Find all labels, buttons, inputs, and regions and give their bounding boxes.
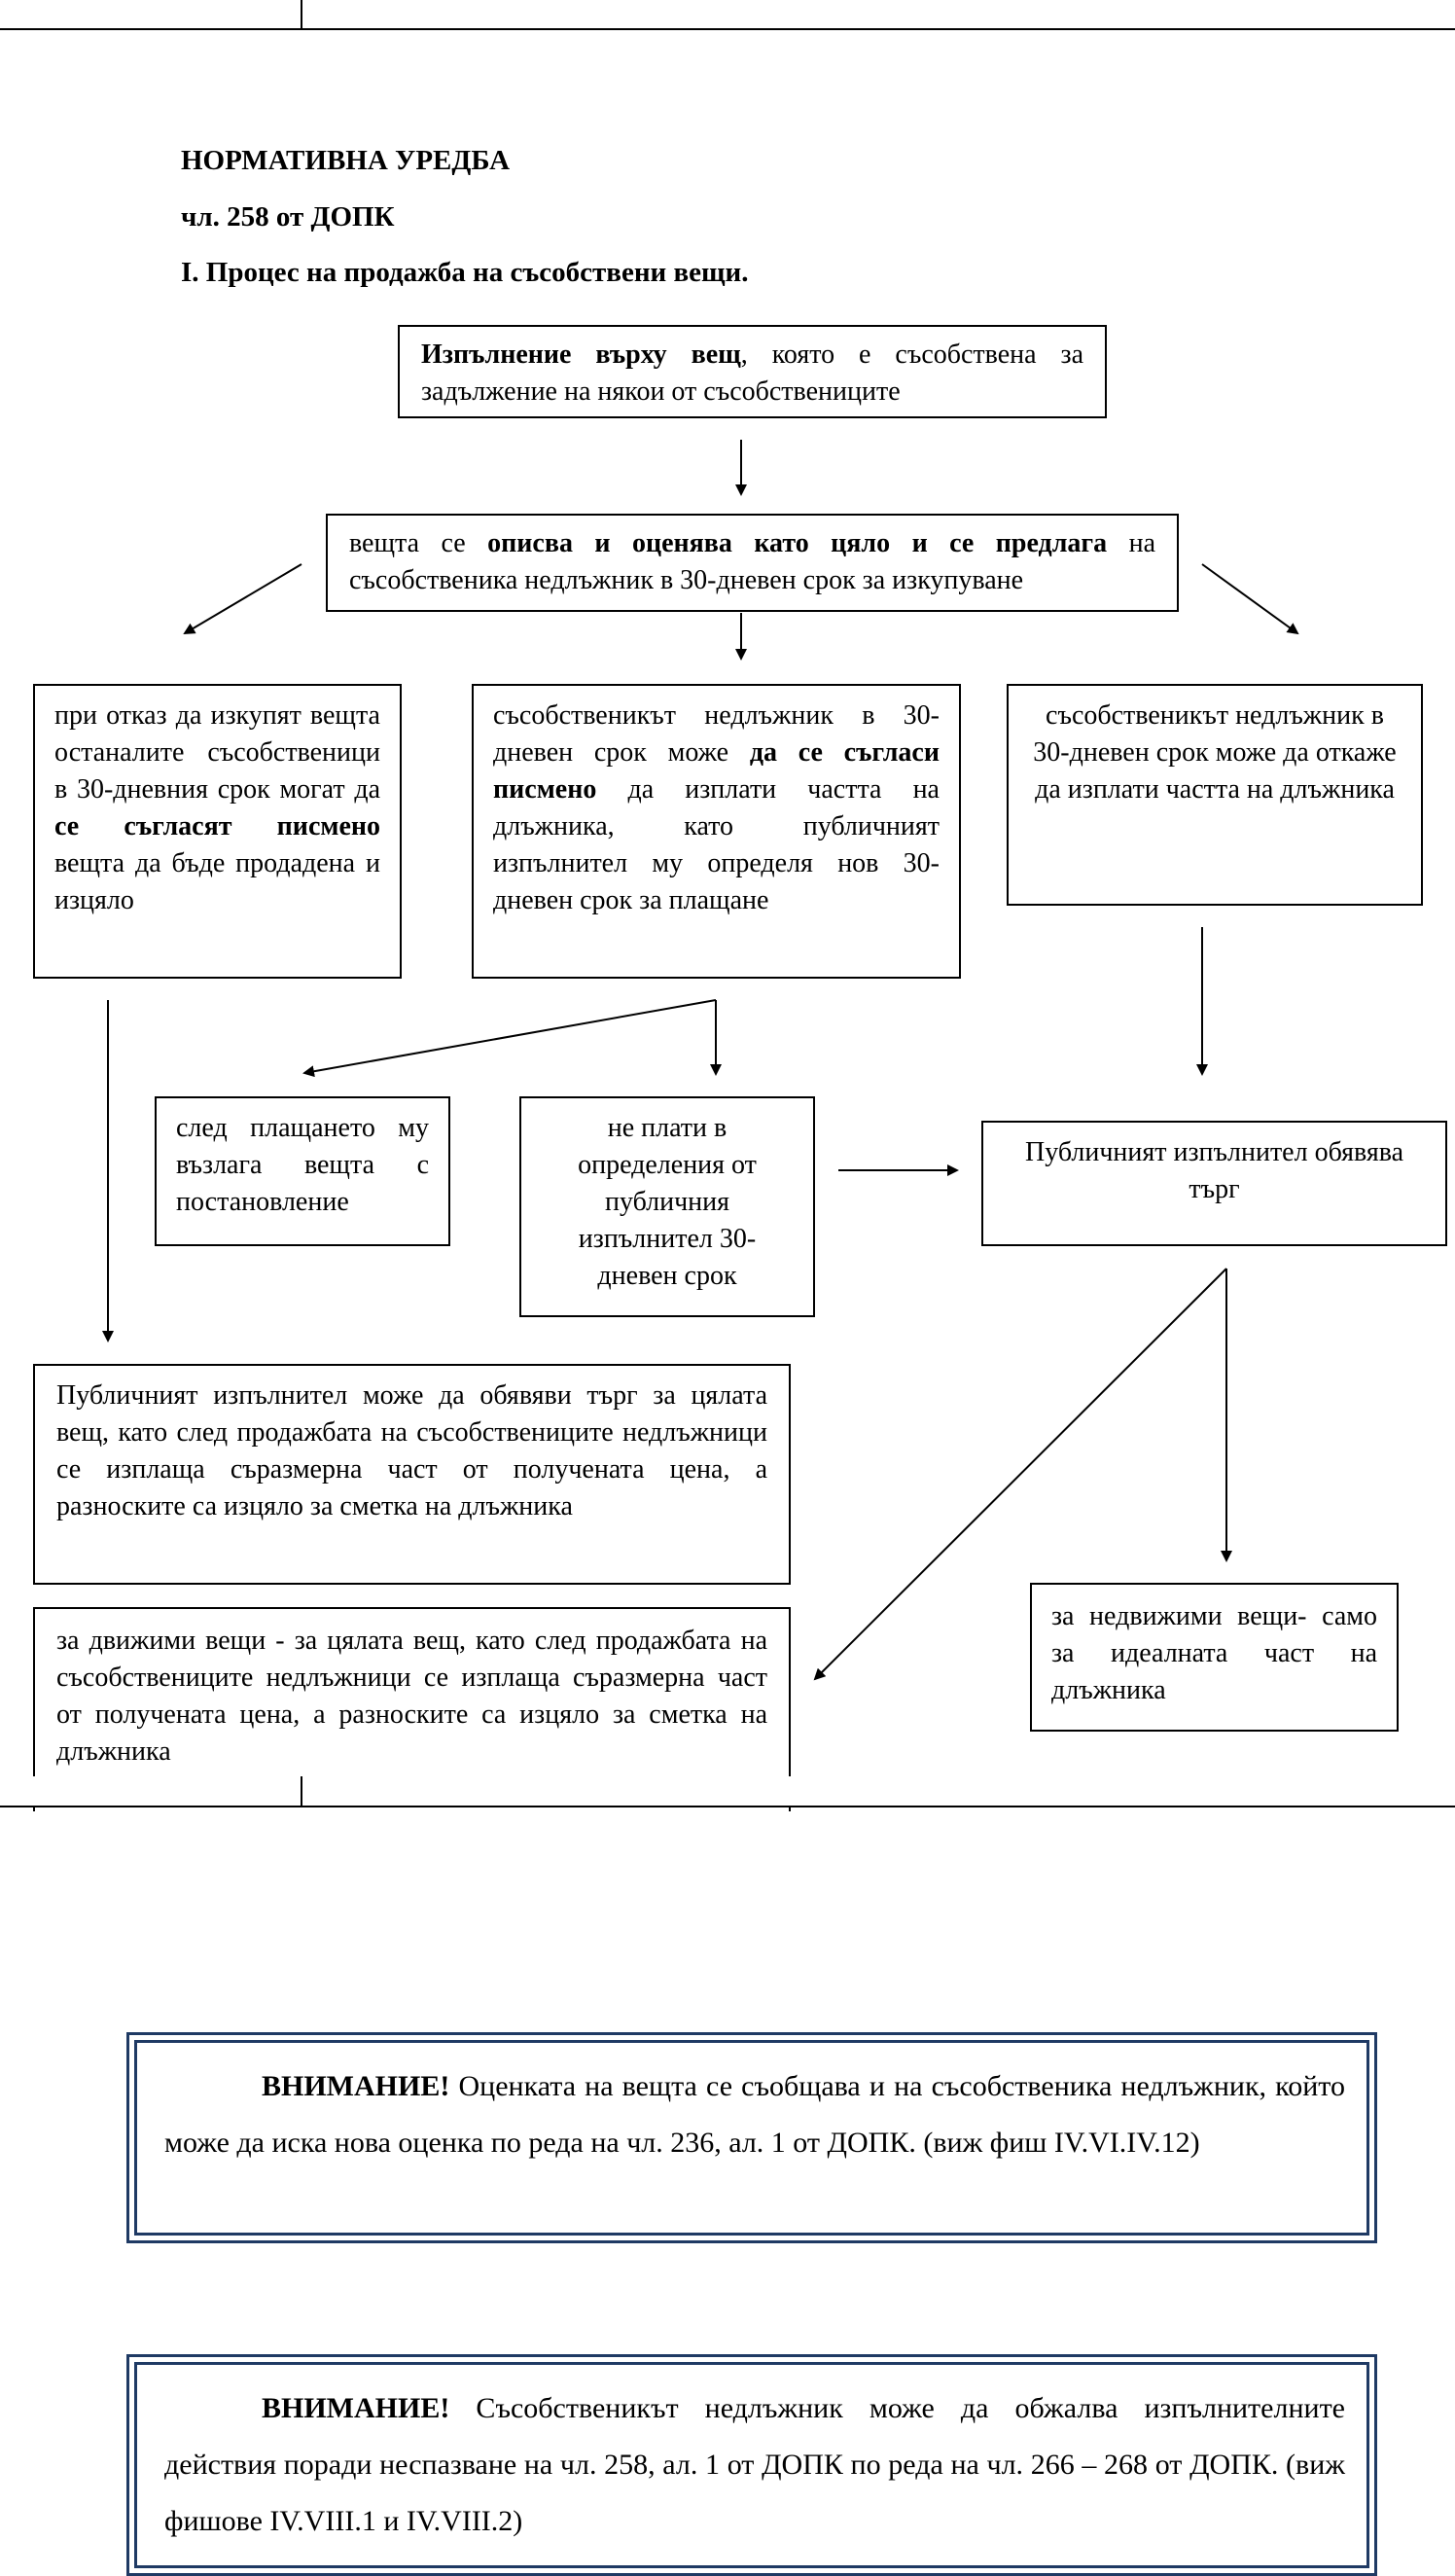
top-cell-divider [301, 0, 302, 29]
flow-box-agree-bold: да се съгласи писмено [493, 737, 940, 805]
flow-box-refusal-post: вещта да бъде продадена и изцяло [54, 848, 380, 915]
flow-box-auction-announced: Публичният изпълнител обявява търг [981, 1121, 1447, 1246]
warning-label: ВНИМАНИЕ! [262, 2392, 450, 2424]
flow-box-offer-pre: вещта се [349, 528, 488, 558]
warning-box-appeal: ВНИМАНИЕ! Съсобственикът недлъжник може … [126, 2354, 1377, 2576]
warning-box-assessment: ВНИМАНИЕ! Оценката на вещта се съобщава … [126, 2032, 1377, 2243]
flow-box-refusal-left: при отказ да изкупят вещта останалите съ… [33, 684, 402, 979]
top-rule [0, 28, 1455, 30]
flow-box-after-payment: след плащането му възлага вещта с постан… [155, 1096, 450, 1246]
flow-box-agree-to-pay: съсобственикът недлъжник в 30-дневен сро… [472, 684, 961, 979]
flow-box-offer-post: на съсобственика недлъжник в 30-дневен с… [349, 528, 1155, 595]
flow-box-whole-auction: Публичният изпълнител може да обявяви тъ… [33, 1364, 791, 1585]
flow-box-refusal-pre: при отказ да изкупят вещта останалите съ… [54, 700, 380, 805]
flow-box-agree-pre: съсобственикът недлъжник в 30-дневен сро… [493, 700, 940, 768]
section-title: I. Процес на продажба на съсобствени вещ… [181, 257, 749, 288]
flow-box-offer-bold: описва и оценява като цяло и се предлага [487, 528, 1108, 558]
flow-box-immovables: за недвижими вещи- само за идеалната час… [1030, 1583, 1399, 1732]
page-break-mask [0, 1776, 1455, 1806]
arrow-auction-to-movables [813, 1268, 1227, 1681]
page-break-cell-divider [301, 1776, 302, 1807]
arrow-middle-to-after-payment [302, 999, 717, 1078]
flow-box-execution-bold: Изпълнение върху вещ [421, 340, 741, 370]
arrow-box2-to-left [183, 563, 302, 635]
arrow-box2-to-right [1201, 563, 1299, 635]
flow-box-execution-text: , която е съсобствена за задължение на н… [421, 340, 1083, 407]
article-reference: чл. 258 от ДОПК [181, 201, 395, 233]
warning-text: Съсобственикът недлъжник може да обжалва… [164, 2392, 1345, 2537]
document-title: НОРМАТИВНА УРЕДБА [181, 145, 511, 176]
flowchart-connectors [102, 440, 1299, 1681]
page-break-rule [0, 1806, 1455, 1807]
warning-label: ВНИМАНИЕ! [262, 2070, 450, 2102]
flow-box-not-paid: не плати в определения от публичния изпъ… [519, 1096, 815, 1317]
flow-box-execution-on-co-owned-thing: Изпълнение върху вещ, която е съсобствен… [398, 325, 1107, 418]
flow-box-agree-post: да изплати частта на длъжника, като публ… [493, 774, 940, 915]
flow-box-refuse-to-pay: съсобственикът недлъжник в 30-дневен сро… [1007, 684, 1423, 906]
warning-text: Оценката на вещта се съобщава и на съсоб… [164, 2070, 1345, 2159]
flow-box-refusal-bold: се съгласят писмено [54, 811, 380, 841]
flow-box-inventory-and-offer: вещта се описва и оценява като цяло и се… [326, 514, 1179, 612]
